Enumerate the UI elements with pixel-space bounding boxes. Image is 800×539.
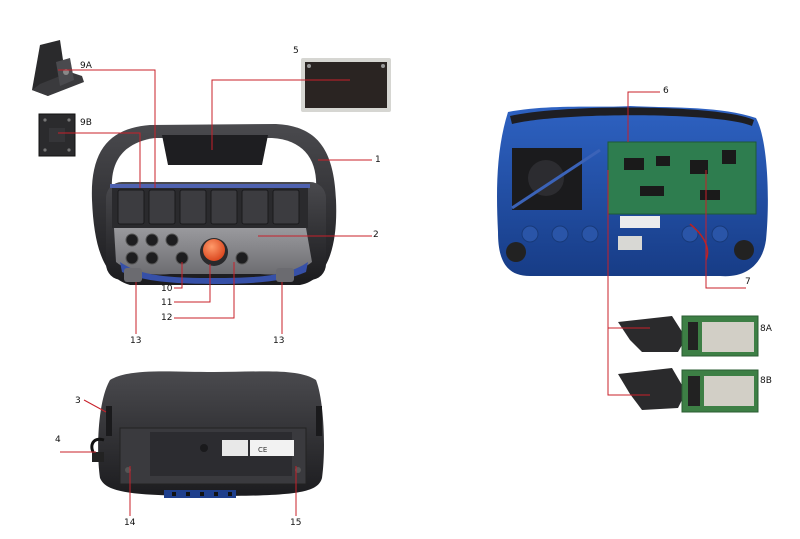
leader-10: [174, 262, 183, 289]
leader-3: [83, 399, 107, 413]
callout-12: 12: [161, 313, 173, 323]
leader-6: [627, 91, 660, 142]
callout-11: 11: [161, 298, 173, 308]
leader-11: [174, 264, 211, 303]
leader-7: [705, 170, 746, 289]
callout-1: 1: [375, 155, 381, 165]
callout-5: 5: [293, 46, 299, 56]
callout-14: 14: [124, 518, 136, 528]
leader-12: [174, 262, 235, 319]
callout-8b: 8B: [760, 376, 772, 386]
bracket-9a: [32, 40, 84, 96]
leader-5: [211, 79, 350, 150]
callout-10: 10: [161, 284, 173, 294]
callout-9b: 9B: [80, 118, 92, 128]
leader-9a: [58, 69, 156, 188]
module-8a: [618, 315, 759, 357]
opened-housing: [497, 106, 768, 277]
cover-5: [301, 58, 391, 112]
plate-9b: [38, 113, 76, 157]
module-8b: [618, 368, 759, 413]
callout-2: 2: [373, 230, 379, 240]
callout-6: 6: [663, 86, 669, 96]
leader-8: [607, 170, 650, 396]
callout-13-left: 13: [130, 336, 142, 346]
rear-label-text: CE: [258, 446, 267, 454]
callout-9a: 9A: [80, 61, 92, 71]
callout-13-right: 13: [273, 336, 285, 346]
callout-4: 4: [55, 435, 61, 445]
leader-9b: [58, 132, 141, 188]
transmitter-front: [91, 124, 337, 285]
leader-lines: [58, 69, 746, 516]
callout-8a: 8A: [760, 324, 772, 334]
transmitter-rear: CE: [90, 371, 324, 498]
callout-3: 3: [75, 396, 81, 406]
callout-15: 15: [290, 518, 302, 528]
callout-7: 7: [745, 277, 751, 287]
